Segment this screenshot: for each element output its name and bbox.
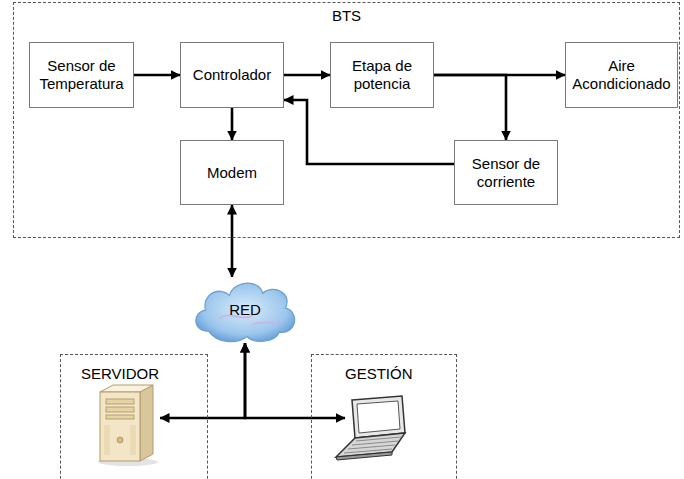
connector-arrow — [134, 74, 180, 77]
modem-box: Modem — [180, 140, 284, 205]
box-label: Modem — [207, 164, 257, 182]
air-conditioner-box: Aire Acondicionado — [565, 42, 678, 108]
box-label: Controlador — [193, 66, 271, 84]
box-label: Sensor de corriente — [461, 155, 551, 191]
cloud-label: RED — [229, 301, 261, 318]
bts-region: Sensor de Temperatura Controlador Etapa de… — [13, 2, 680, 238]
connector-arrow — [284, 100, 454, 164]
box-label: Etapa de potencia — [337, 57, 427, 93]
region-title: GESTIÓN — [312, 365, 456, 383]
power-stage-box: Etapa de potencia — [330, 42, 434, 108]
connector-arrow — [434, 75, 506, 140]
connector-arrow — [231, 108, 234, 140]
sensor-box: Sensor de Temperatura — [29, 42, 134, 108]
management-region: GESTIÓN — [311, 354, 457, 479]
controller-box: Controlador — [180, 42, 284, 108]
box-label: Aire Acondicionado — [572, 57, 671, 93]
region-title: BTS — [14, 7, 679, 25]
network-cloud: RED — [188, 272, 302, 346]
connector-arrow — [231, 205, 234, 277]
server-icon — [98, 385, 158, 466]
laptop-icon — [336, 396, 405, 460]
server-region: SERVIDOR — [60, 354, 208, 479]
box-label: Sensor de Temperatura — [36, 57, 127, 93]
connector-arrow — [284, 74, 330, 77]
current-sensor-box: Sensor de corriente — [454, 140, 558, 205]
region-title: SERVIDOR — [61, 365, 207, 383]
